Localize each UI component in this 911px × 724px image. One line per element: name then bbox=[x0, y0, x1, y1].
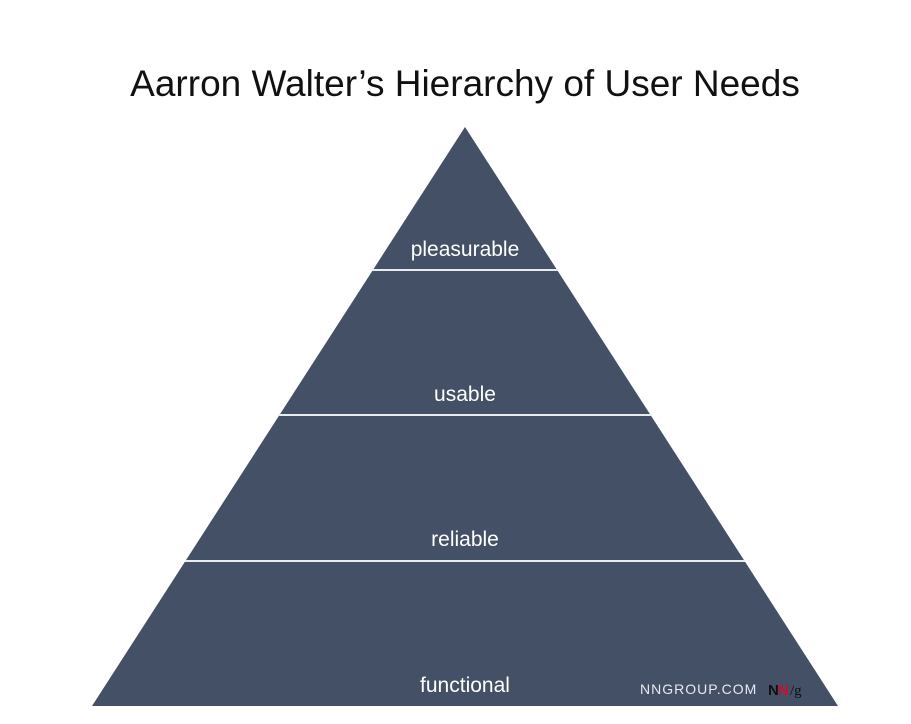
tier-label-functional: functional bbox=[420, 674, 510, 697]
branding: NNGROUP.COM N N /g bbox=[640, 679, 812, 699]
nng-logo: N N /g bbox=[767, 682, 812, 699]
tier-label-usable: usable bbox=[434, 383, 496, 406]
diagram-title: Aarron Walter’s Hierarchy of User Needs bbox=[130, 63, 800, 104]
tier-label-reliable: reliable bbox=[431, 528, 499, 551]
brand-url: NNGROUP.COM bbox=[640, 681, 758, 697]
svg-text:/g: /g bbox=[790, 683, 802, 699]
tier-label-pleasurable: pleasurable bbox=[411, 238, 520, 261]
svg-text:N: N bbox=[778, 682, 789, 699]
svg-text:N: N bbox=[768, 682, 779, 699]
pyramid-body bbox=[92, 127, 838, 706]
